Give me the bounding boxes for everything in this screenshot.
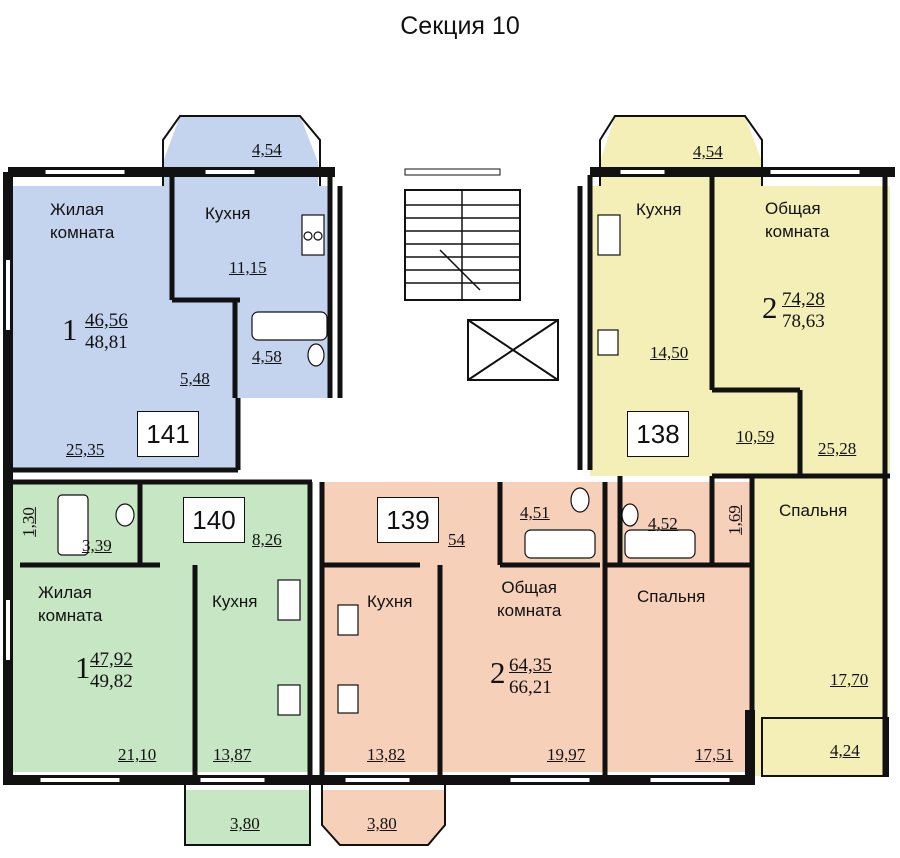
apt-140-living-area: 47,92 [90, 649, 133, 670]
apt-138-areas: 74,28 78,63 [782, 289, 825, 333]
apt-138-common-room-area: 25,28 [818, 439, 857, 458]
apt-141-total-area: 48,81 [85, 332, 128, 353]
section-title: Секция 10 [400, 12, 520, 40]
apt-139-living-area: 64,35 [509, 655, 552, 676]
apt-141-living-room-area: 25,35 [66, 440, 105, 459]
apt-141-balcony-area: 4,54 [252, 140, 282, 159]
apt-141-living-area: 46,56 [85, 310, 128, 331]
apt-140-areas: 47,92 49,82 [90, 649, 133, 693]
apt-140-number: 140 [183, 497, 245, 543]
apt-141-hall-area: 5,48 [180, 369, 210, 388]
apt-141-kitchen-label: Кухня [205, 204, 251, 223]
apt-138-total-area: 78,63 [782, 311, 825, 332]
apt-141-rooms: 1 [62, 312, 78, 347]
apt-138-bedroom-label: Спальня [779, 501, 848, 520]
apt-139-kitchen-label: Кухня [367, 592, 413, 611]
apt-139-common-room-label: Общая комната [497, 578, 562, 620]
apt-139-common-room-area: 19,97 [547, 745, 586, 764]
apt-138-common-room-label: Общая комната [765, 199, 830, 241]
apt-138-wc-area: 1,69 [724, 505, 744, 535]
apt-140-kitchen-label: Кухня [212, 592, 258, 611]
apt-140-living-room-label: Жилая комната [38, 583, 103, 625]
apt-139-hall-area: 54 [448, 530, 465, 549]
apt-138-kitchen-area: 14,50 [650, 343, 689, 362]
apt-138-living-area: 74,28 [782, 289, 825, 310]
apt-140-kitchen-area: 13,87 [213, 745, 252, 764]
apt-139-balcony [322, 790, 445, 845]
apt-140-bath-area: 3,39 [82, 536, 112, 555]
apt-139-total-area: 66,21 [509, 677, 552, 698]
apt-141-living-room-label: Жилая комната [50, 200, 115, 242]
apt-138-hall-area: 10,59 [736, 427, 775, 446]
apt-138-bedroom-area: 17,70 [830, 670, 869, 689]
apt-140-hall-area: 8,26 [252, 530, 282, 549]
apt-139-balcony-area: 3,80 [367, 814, 397, 833]
apt-140-living-room-area: 21,10 [118, 745, 157, 764]
apt-138-kitchen-label: Кухня [636, 200, 682, 219]
apt-140-total-area: 49,82 [90, 671, 133, 692]
apt-141-bath-area: 4,58 [252, 347, 282, 366]
apt-139-areas: 64,35 66,21 [509, 655, 552, 699]
apt-139-bedroom-area: 17,51 [695, 745, 734, 764]
apt-140-balcony [185, 790, 310, 845]
apt-139-kitchen-area: 13,82 [367, 745, 406, 764]
apt-141-areas: 46,56 48,81 [85, 310, 128, 354]
apt-139-bedroom-label: Спальня [637, 587, 706, 606]
apt-138-fill-2 [752, 476, 888, 776]
apt-140-rooms: 1 [75, 650, 91, 685]
apt-140-fill [12, 482, 312, 772]
apt-140-wc-area: 1,30 [18, 507, 38, 537]
apt-138-rooms: 2 [762, 290, 778, 325]
apt-138-bath-area: 4,52 [648, 514, 678, 533]
apt-138-balcony-top-area: 4,54 [693, 142, 723, 161]
apt-139-bath-area: 4,51 [520, 503, 550, 522]
apt-138-number: 138 [627, 411, 689, 457]
apt-138-balcony-bottom-area: 4,24 [830, 741, 860, 760]
apt-141-number: 141 [137, 411, 199, 457]
apt-139-number: 139 [377, 497, 439, 543]
apt-140-balcony-area: 3,80 [230, 814, 260, 833]
apt-139-rooms: 2 [490, 655, 506, 690]
apt-141-kitchen-area: 11,15 [229, 258, 267, 277]
